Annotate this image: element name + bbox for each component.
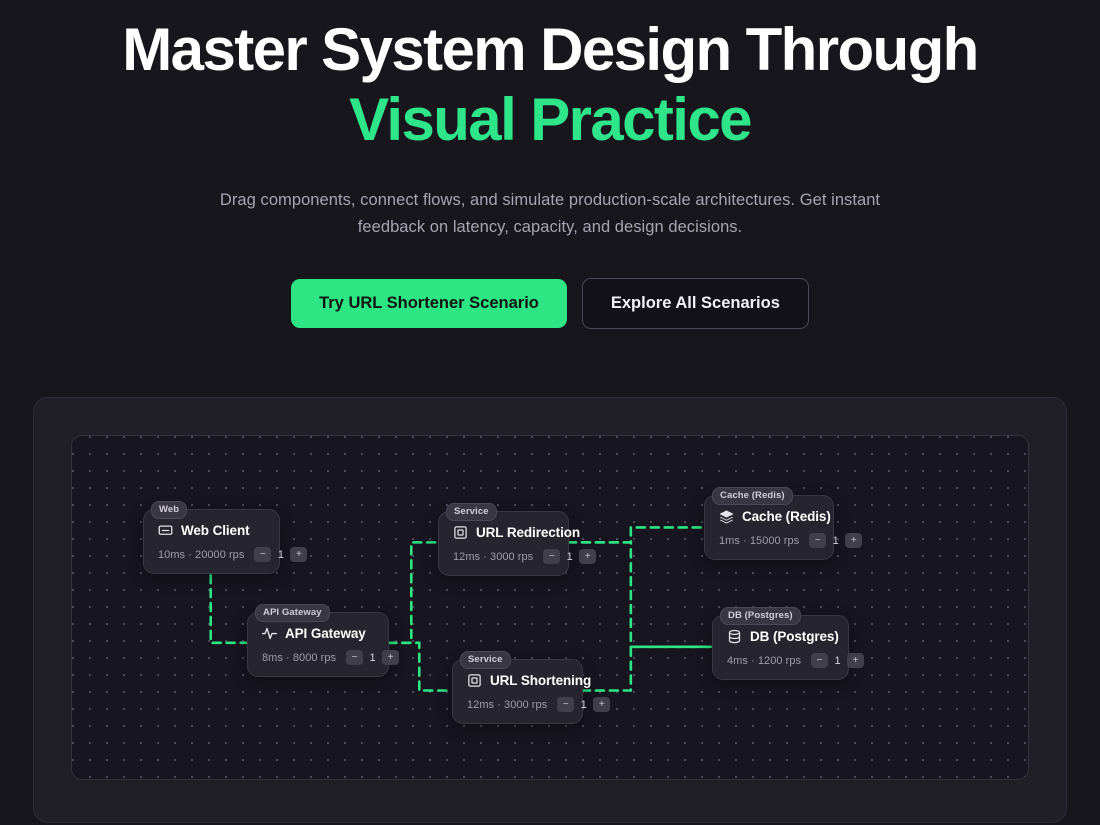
- node-body: Cache (Redis) 1ms · 15000 rps−1 +: [705, 496, 863, 563]
- increment-instance-button[interactable]: +: [845, 533, 863, 548]
- activity-icon: [262, 626, 277, 641]
- node-title-row: Web Client: [158, 523, 263, 538]
- instance-count-value: 1: [832, 534, 839, 547]
- instance-count-value: 1: [580, 698, 587, 711]
- instance-count-value: 1: [369, 651, 376, 664]
- node-meta-row: 12ms · 3000 rps−1 +: [467, 697, 611, 712]
- node-body: DB (Postgres) 4ms · 1200 rps−1 +: [713, 616, 865, 683]
- explore-all-scenarios-button[interactable]: Explore All Scenarios: [581, 278, 809, 330]
- node-body: URL Shortening 12ms · 3000 rps−1 +: [453, 660, 611, 727]
- node-title-row: Cache (Redis): [719, 509, 831, 524]
- database-icon: [727, 629, 742, 644]
- decrement-instance-button[interactable]: −: [811, 653, 829, 668]
- hero-subtitle: Drag components, connect flows, and simu…: [219, 190, 881, 236]
- decrement-instance-button[interactable]: −: [254, 547, 272, 562]
- increment-instance-button[interactable]: +: [579, 549, 597, 564]
- node-instance-stepper: −1 +: [346, 650, 400, 665]
- layers-icon: [719, 509, 734, 524]
- node-title-row: API Gateway: [262, 626, 372, 641]
- decrement-instance-button[interactable]: −: [809, 533, 827, 548]
- node-stats: 4ms · 1200 rps: [727, 654, 802, 667]
- increment-instance-button[interactable]: +: [847, 653, 865, 668]
- node-title-row: URL Shortening: [467, 673, 591, 688]
- node-stats: 12ms · 3000 rps: [467, 698, 548, 711]
- canvas-node-db-postgres[interactable]: DB (Postgres) DB (Postgres) 4ms · 1200 rps…: [712, 607, 865, 683]
- page-title: Master System Design Through Visual Prac…: [0, 16, 1100, 155]
- node-type-badge: Service: [460, 651, 511, 669]
- server-icon: [467, 673, 482, 688]
- node-instance-stepper: −1 +: [811, 653, 865, 668]
- node-meta-row: 12ms · 3000 rps−1 +: [453, 549, 597, 564]
- cta-button-group: Try URL Shortener Scenario Explore All S…: [0, 278, 1100, 330]
- node-instance-stepper: −1 +: [254, 547, 308, 562]
- node-title: URL Redirection: [476, 525, 581, 540]
- node-meta-row: 1ms · 15000 rps−1 +: [719, 533, 863, 548]
- decrement-instance-button[interactable]: −: [557, 697, 575, 712]
- decrement-instance-button[interactable]: −: [543, 549, 561, 564]
- node-type-badge: DB (Postgres): [720, 607, 801, 625]
- headline-line-2: Visual Practice: [349, 86, 752, 154]
- node-stats: 1ms · 15000 rps: [719, 534, 800, 547]
- node-stats: 10ms · 20000 rps: [158, 548, 245, 561]
- node-body: Web Client 10ms · 20000 rps−1 +: [144, 510, 308, 577]
- node-type-badge: API Gateway: [255, 604, 330, 622]
- node-instance-stepper: −1 +: [557, 697, 611, 712]
- node-title: Cache (Redis): [742, 509, 831, 524]
- increment-instance-button[interactable]: +: [593, 697, 611, 712]
- try-url-shortener-scenario-button[interactable]: Try URL Shortener Scenario: [291, 279, 567, 329]
- node-meta-row: 4ms · 1200 rps−1 +: [727, 653, 865, 668]
- increment-instance-button[interactable]: +: [382, 650, 400, 665]
- headline-line-1: Master System Design Through: [122, 16, 979, 83]
- node-title-row: DB (Postgres): [727, 629, 839, 644]
- instance-count-value: 1: [566, 550, 573, 563]
- node-type-badge: Service: [446, 503, 497, 521]
- instance-count-value: 1: [834, 654, 841, 667]
- server-icon: [453, 525, 468, 540]
- increment-instance-button[interactable]: +: [290, 547, 308, 562]
- node-meta-row: 10ms · 20000 rps−1 +: [158, 547, 308, 562]
- edge-web-to-gateway: [209, 573, 248, 645]
- edge-gateway-to-redirection: [387, 541, 439, 645]
- canvas-node-cache-redis[interactable]: Cache (Redis) Cache (Redis) 1ms · 15000 rp…: [704, 487, 863, 563]
- node-title: DB (Postgres): [750, 629, 839, 644]
- node-instance-stepper: −1 +: [809, 533, 863, 548]
- node-title: Web Client: [181, 523, 250, 538]
- instance-count-value: 1: [277, 548, 284, 561]
- node-stats: 12ms · 3000 rps: [453, 550, 534, 563]
- hero-section: Master System Design Through Visual Prac…: [0, 0, 1100, 330]
- edge-redirection-to-cache: [566, 526, 704, 544]
- node-type-badge: Web: [151, 501, 188, 519]
- node-type-badge: Cache (Redis): [712, 487, 793, 505]
- node-body: API Gateway 8ms · 8000 rps−1 +: [248, 613, 400, 680]
- edge-shortening-to-db: [580, 645, 712, 692]
- node-title: API Gateway: [285, 626, 366, 641]
- monitor-icon: [158, 523, 173, 538]
- decrement-instance-button[interactable]: −: [346, 650, 364, 665]
- connection-edges: [209, 526, 712, 692]
- node-title: URL Shortening: [490, 673, 592, 688]
- node-stats: 8ms · 8000 rps: [262, 651, 337, 664]
- node-meta-row: 8ms · 8000 rps−1 +: [262, 650, 400, 665]
- node-instance-stepper: −1 +: [543, 549, 597, 564]
- node-title-row: URL Redirection: [453, 525, 580, 540]
- node-body: URL Redirection 12ms · 3000 rps−1 +: [439, 512, 597, 579]
